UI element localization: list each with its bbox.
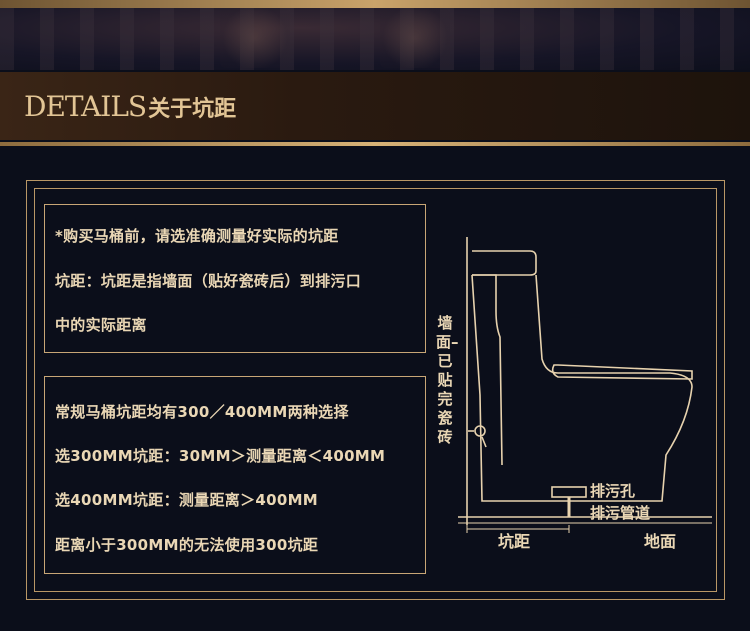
section-title: DETAILS关于坑距 [24,90,236,123]
note-line: 坑距：坑距是指墙面（贴好瓷砖后）到排污口 [55,272,362,290]
toilet-tank [472,250,537,276]
section-title-en: DETAILS [24,90,147,123]
section-title-cn: 关于坑距 [148,97,237,122]
top-decorative-banner [0,0,750,70]
toilet-diagram [458,237,712,533]
purchase-note-box: *购买马桶前，请选准确测量好实际的坑距 坑距：坑距是指墙面（贴好瓷砖后）到排污口… [44,204,426,353]
panel-outer-frame [26,180,725,600]
note-line: *购买马桶前，请选准确测量好实际的坑距 [55,227,339,245]
panel-inner-frame [34,188,717,592]
wall-label: 墙面–已贴完瓷砖 [436,314,459,446]
drain-pipe-label: 排污管道 [590,504,651,522]
drain-hole-label: 排污孔 [590,482,636,500]
pit-distance-label: 坑距 [498,532,531,551]
note-line: 中的实际距离 [55,316,147,334]
top-gold-line [0,0,750,8]
ornament-decoration [380,8,450,68]
ornament-decoration [220,8,290,68]
rule-line: 常规马桶坑距均有300／400MM两种选择 [55,403,349,421]
header-divider [0,142,750,146]
rule-line: 选400MM坑距：测量距离＞400MM [55,491,319,509]
rule-line: 选300MM坑距：30MM＞测量距离＜400MM [55,447,386,465]
details-header: DETAILS关于坑距 [0,72,750,146]
pit-distance-rules-box: 常规马桶坑距均有300／400MM两种选择 选300MM坑距：30MM＞测量距离… [44,376,426,574]
floor-label: 地面 [644,532,677,551]
rule-line: 距离小于300MM的无法使用300坑距 [55,536,319,554]
